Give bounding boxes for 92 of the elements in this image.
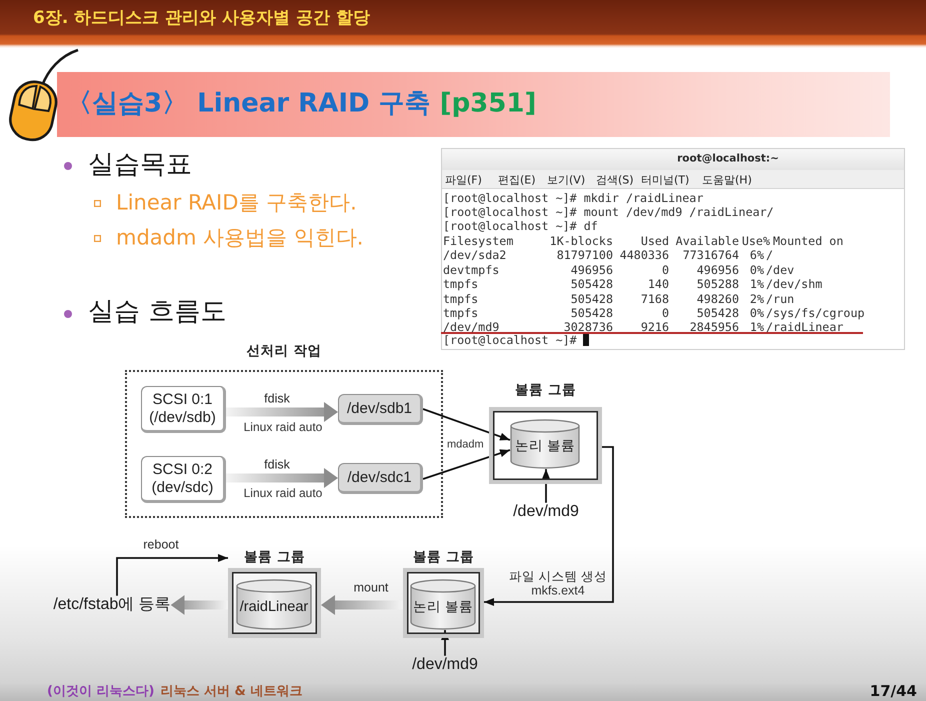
df-value: 2845956 [690,320,739,334]
command-label: mdadm [447,438,484,452]
block-arrow [226,468,338,488]
df-value: 505288 [696,277,739,292]
df-value: /dev/shm [766,277,822,292]
menu-item: 편집(E) [498,173,536,187]
step-label: /etc/fstab에 등록 [53,596,171,614]
column-header: Mounted on [773,234,844,248]
book-title: (이것이 리눅스다) [47,684,154,700]
column-header: Use% [742,234,770,248]
df-value: 7168 [640,292,669,306]
df-value: /run [766,292,794,306]
partition-type-label: Linux raid auto [244,420,322,434]
menu-item: 검색(S) [596,173,634,187]
edge-label: mount [354,580,388,596]
command-line: [root@localhost ~]# df [443,218,598,234]
df-value: 0% [750,306,764,320]
command-line: [root@localhost ~]# [443,332,577,348]
edge-label: reboot [143,538,179,552]
edge-label: fdisk [264,458,290,472]
df-value: 498260 [696,292,739,306]
df-value: /raidLinear [766,320,844,334]
menu-item: 보기(V) [547,173,586,187]
df-value: 0% [750,262,764,277]
df-value: tmpfs [443,292,478,306]
device-box: SCSI 0:2 (dev/sdc) [141,456,226,503]
edge-label: 파일 시스템 생성 [509,570,607,584]
menu-item: 파일(F) [445,173,482,187]
chapter-heading: 6장. 하드디스크 관리와 사용자별 공간 할당 [33,8,370,28]
df-value: 496956 [696,262,739,277]
arrow [422,449,510,480]
arrow [484,446,614,606]
df-value: 4480336 [620,248,669,262]
device-label: /dev/md9 [412,656,478,674]
column-header: Used [640,234,669,248]
df-value: /dev/sda2 [443,248,506,262]
block-arrow [321,595,403,615]
menu-item: 도움말(H) [702,173,752,187]
arrow [441,630,449,656]
df-value: 140 [648,277,669,292]
group-heading: 볼륨 그룹 [244,549,305,566]
df-value: devtmpfs [443,262,500,277]
df-value: tmpfs [443,306,478,320]
group-heading: 볼륨 그룹 [413,549,474,566]
command-line: [root@localhost ~]# mkdir /raidLinear [443,190,704,206]
column-header: 1K-blocks [550,234,613,248]
edge-label: fdisk [264,392,290,406]
command-line: [root@localhost ~]# mount /dev/md9 /raidLinear/ [443,204,774,220]
df-value: tmpfs [443,277,478,292]
arrow [422,408,510,441]
df-value: 1% [750,277,764,292]
page-number: 17/44 [870,682,917,700]
bullet-heading: 실습목표 [88,149,192,181]
df-value: 3028736 [564,320,613,334]
book-title: 리눅스 서버 & 네트워크 [160,684,302,700]
df-value: /sys/fs/cgroup [766,306,865,320]
df-value: 1% [750,320,764,334]
df-value: 6% [750,248,764,262]
arrow [116,554,228,596]
menu-item: 터미널(T) [641,173,690,187]
df-value: 496956 [570,262,613,277]
device-box: SCSI 0:1 (/dev/sdb) [141,386,226,433]
df-value: 0 [662,262,669,277]
df-value: 81797100 [556,248,613,262]
slide-title: 〈실습3〉 Linear RAID 구축 [p351] [66,88,536,120]
df-value: 2% [750,292,764,306]
bullet-heading: 실습 흐름도 [88,296,226,328]
device-label: /dev/md9 [513,502,579,522]
df-value: /dev/md9 [443,320,500,334]
column-header: Filesystem [443,234,514,248]
command-label: mkfs.ext4 [531,584,585,598]
partition-box: /dev/sdb1 [338,394,423,425]
partition-type-label: Linux raid auto [244,486,322,500]
partition-box: /dev/sdc1 [338,463,423,494]
block-arrow [226,402,338,422]
bullet-item: Linear RAID를 구축한다. [116,190,357,216]
df-value: / [766,248,774,262]
df-value: 505428 [696,306,739,320]
group-heading: 선처리 작업 [246,343,322,360]
window-title: root@localhost:~ [677,152,779,166]
df-value: /dev [766,262,794,277]
df-value: 9216 [640,320,669,334]
group-heading: 볼륨 그룹 [515,382,576,399]
column-header: Available [676,234,739,248]
arrow [542,469,550,503]
df-value: 505428 [570,277,613,292]
bullet-item: mdadm 사용법을 익힌다. [116,225,364,251]
df-value: 505428 [570,306,613,320]
df-value: 77316764 [682,248,739,262]
df-value: 505428 [570,292,613,306]
df-value: 0 [662,306,669,320]
block-arrow [170,595,228,615]
